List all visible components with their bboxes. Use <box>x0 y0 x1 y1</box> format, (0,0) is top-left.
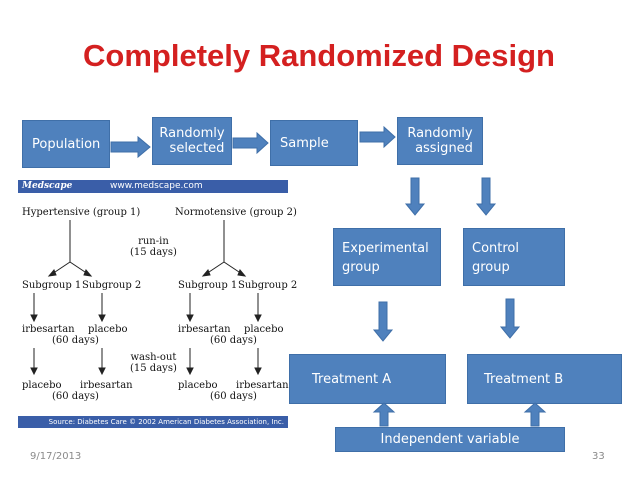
slide-page-number: 33 <box>592 451 605 462</box>
washout-line1: wash-out <box>130 352 177 363</box>
control-group-box: Control group <box>463 228 565 286</box>
arrow-down-icon <box>499 298 521 339</box>
independent-variable-box: Independent variable <box>335 427 565 452</box>
drug-label: irbesartan <box>80 380 133 391</box>
arrow-up-icon <box>523 402 547 427</box>
arrow-right-icon <box>232 131 269 155</box>
treatment-b-label: Treatment B <box>484 371 564 387</box>
arrow-down-icon <box>404 177 426 216</box>
treatment-b-box: Treatment B <box>467 354 622 404</box>
slide-date: 9/17/2013 <box>30 451 82 462</box>
slide-title: Completely Randomized Design <box>83 38 555 73</box>
figure-source: Source: Diabetes Care © 2002 American Di… <box>18 416 288 428</box>
drug-label: irbesartan <box>178 324 231 335</box>
experimental-line1: Experimental <box>342 241 429 256</box>
independent-variable-label: Independent variable <box>380 432 520 447</box>
run-in-line1: run-in <box>138 236 169 247</box>
washout-line2: (15 days) <box>130 363 177 374</box>
population-label: Population <box>32 136 101 152</box>
duration-label: (60 days) <box>52 391 99 402</box>
study-figure: Medscape www.medscape.com <box>18 180 297 428</box>
drug-label: placebo <box>88 324 128 335</box>
subgroup-label: Subgroup 2 <box>82 280 142 291</box>
drug-label: placebo <box>178 380 218 391</box>
experimental-group-box: Experimental group <box>333 228 441 286</box>
arrow-down-icon <box>372 301 394 342</box>
control-line1: Control <box>472 241 519 256</box>
randomly-assigned-line2: assigned <box>415 141 473 156</box>
randomly-assigned-box: Randomly assigned <box>397 117 483 165</box>
arrow-right-icon <box>359 125 396 149</box>
figure-brand: Medscape <box>22 181 73 191</box>
treatment-a-box: Treatment A <box>289 354 446 404</box>
randomly-selected-line2: selected <box>169 141 225 156</box>
figure-flow-lines <box>30 220 262 376</box>
run-in-label: run-in (15 days) <box>130 236 177 258</box>
normotensive-label: Normotensive (group 2) <box>175 207 297 218</box>
drug-label: placebo <box>244 324 284 335</box>
experimental-line2: group <box>342 260 380 275</box>
drug-label: irbesartan <box>236 380 289 391</box>
arrow-down-icon <box>475 177 497 216</box>
duration-label: (60 days) <box>52 335 99 346</box>
arrow-right-icon <box>110 135 151 159</box>
drug-label: placebo <box>22 380 62 391</box>
sample-box: Sample <box>270 120 358 166</box>
randomly-assigned-line1: Randomly <box>407 126 473 141</box>
sample-label: Sample <box>280 135 329 151</box>
drug-label: irbesartan <box>22 324 75 335</box>
subgroup-label: Subgroup 1 <box>178 280 238 291</box>
control-line2: group <box>472 260 510 275</box>
washout-label: wash-out (15 days) <box>130 352 177 374</box>
subgroup-label: Subgroup 1 <box>22 280 82 291</box>
run-in-line2: (15 days) <box>130 247 177 258</box>
subgroup-label: Subgroup 2 <box>238 280 298 291</box>
figure-url: www.medscape.com <box>110 181 203 191</box>
treatment-a-label: Treatment A <box>312 371 392 387</box>
randomly-selected-box: Randomly selected <box>152 117 232 165</box>
hypertensive-label: Hypertensive (group 1) <box>22 207 141 218</box>
population-box: Population <box>22 120 110 168</box>
duration-label: (60 days) <box>210 335 257 346</box>
randomly-selected-line1: Randomly <box>159 126 225 141</box>
arrow-up-icon <box>372 402 396 427</box>
figure-banner: Medscape www.medscape.com <box>18 180 288 193</box>
duration-label: (60 days) <box>210 391 257 402</box>
